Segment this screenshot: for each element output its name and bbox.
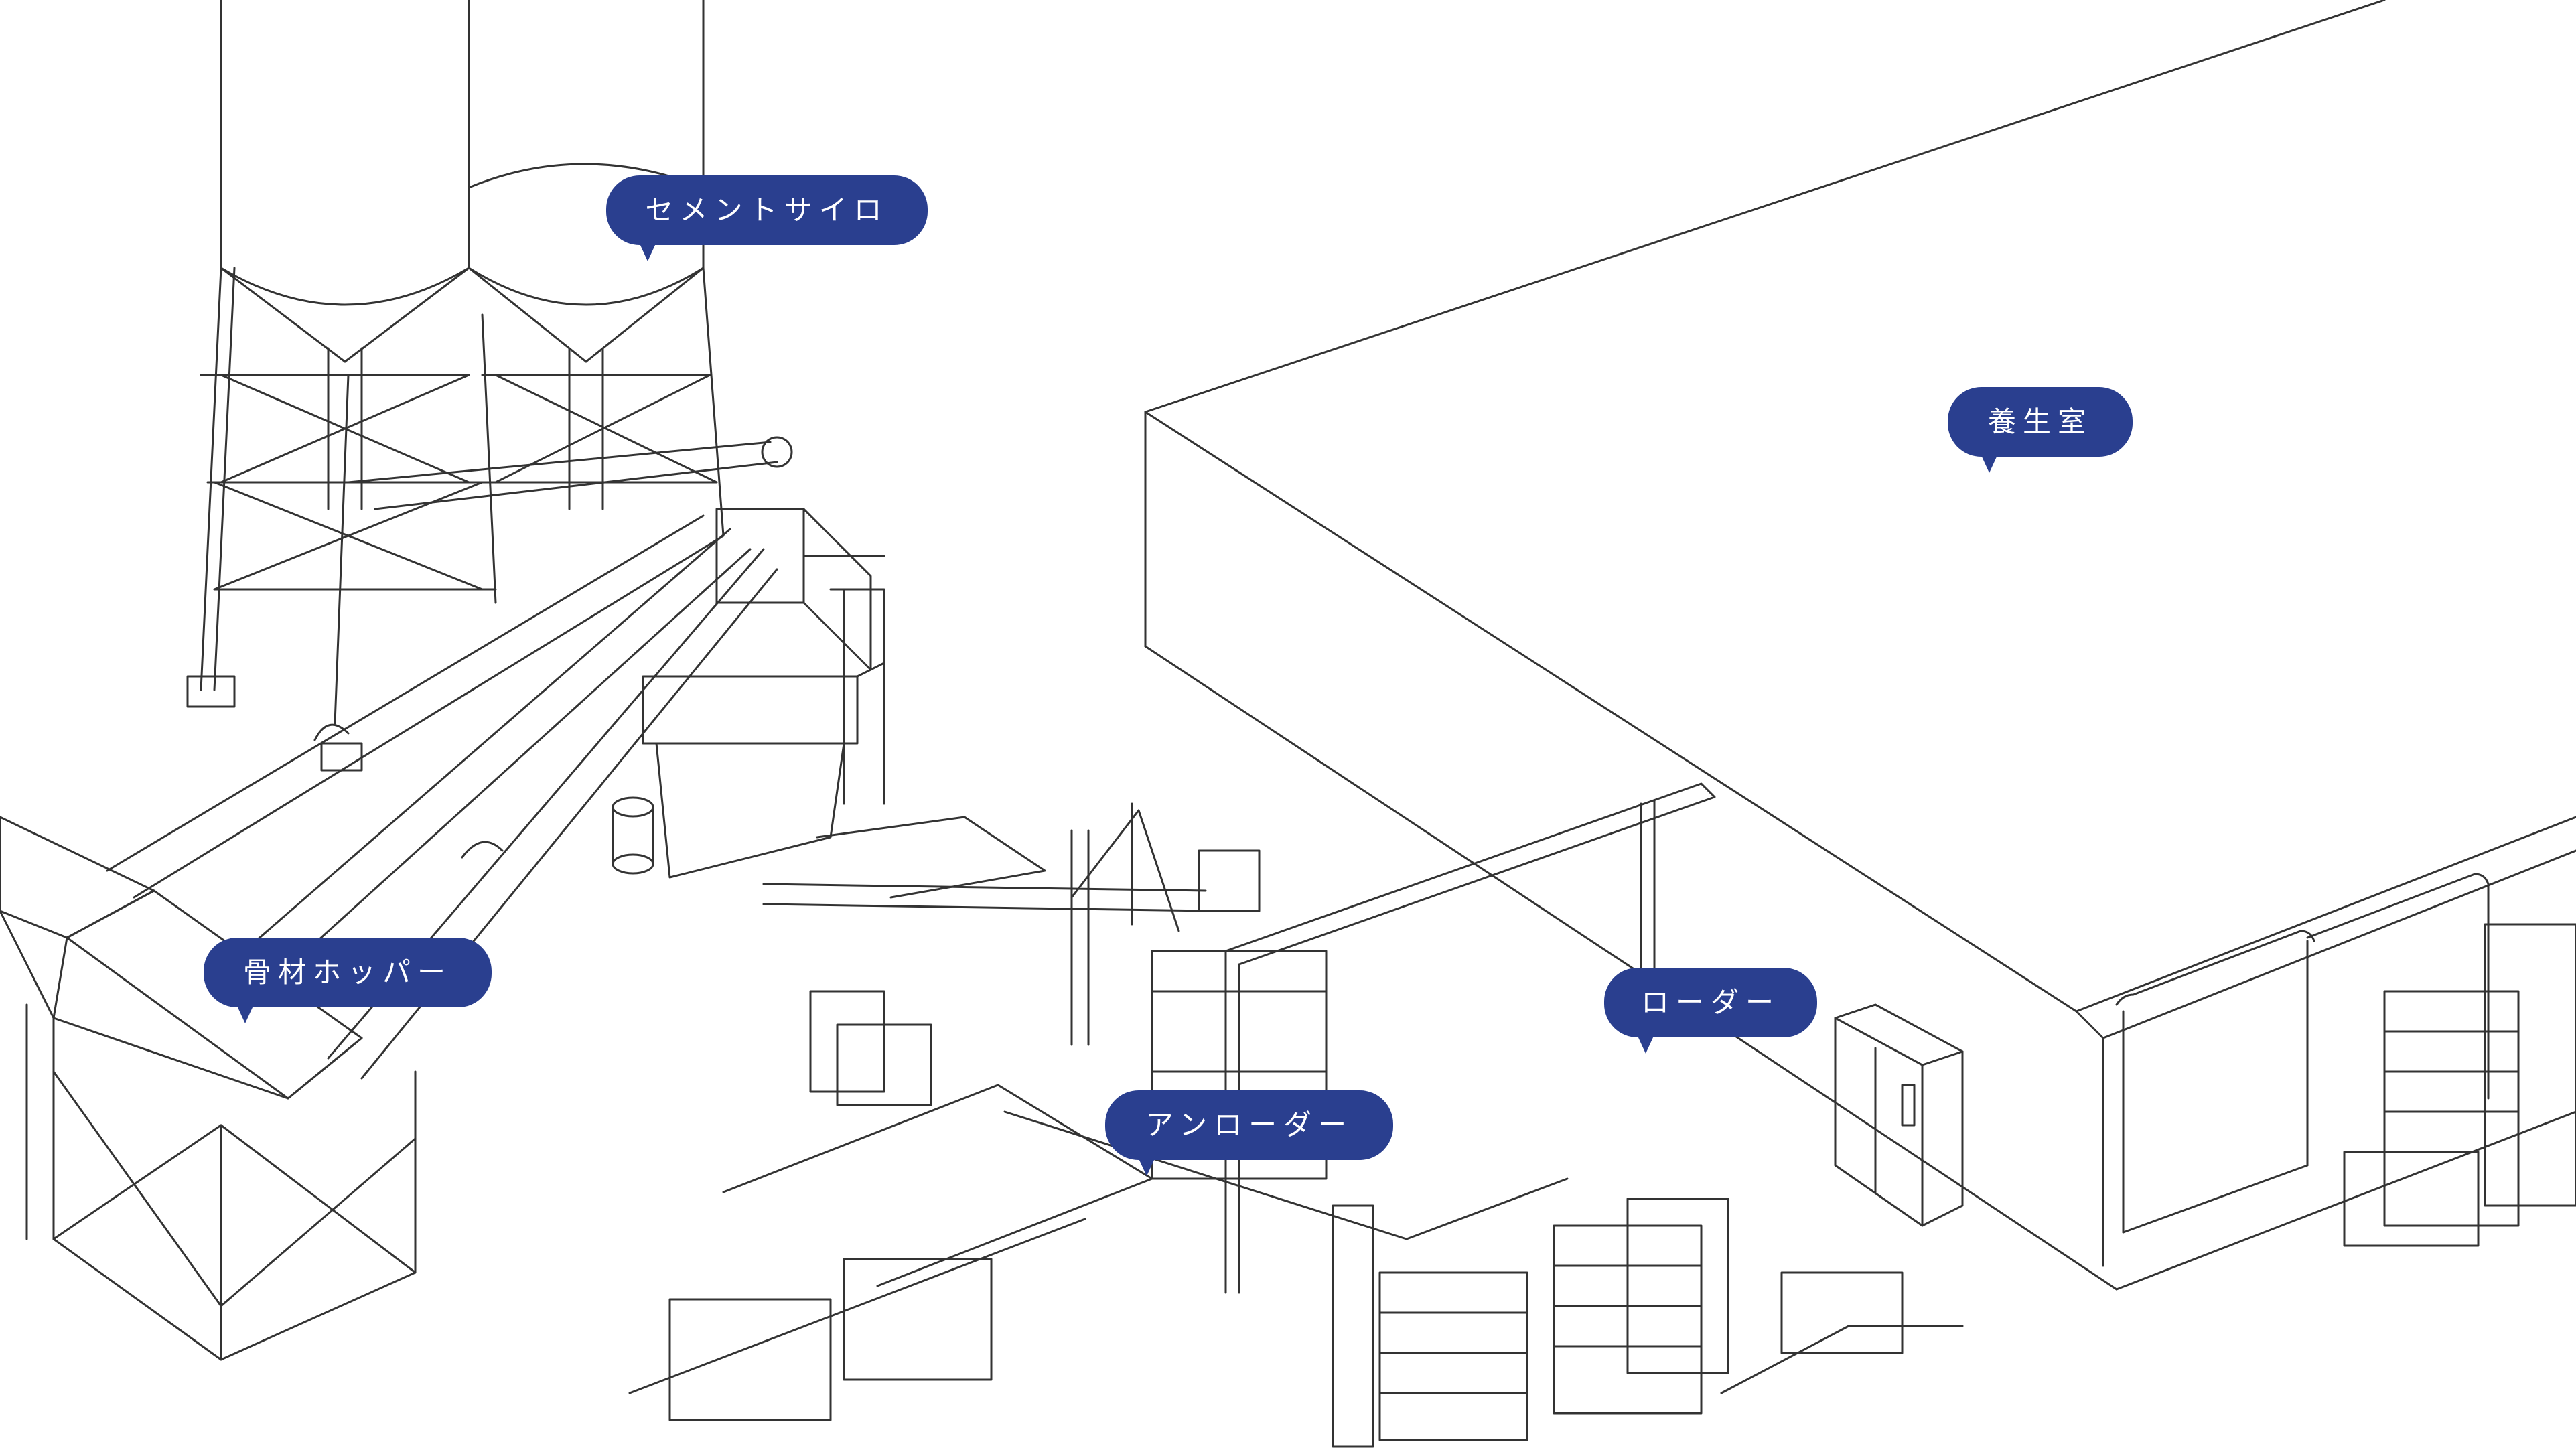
callout-loader: ローダー bbox=[1604, 968, 1817, 1054]
mixer-tower bbox=[612, 508, 885, 879]
belt-conveyor bbox=[762, 802, 1261, 1046]
control-panels bbox=[1834, 1003, 1964, 1227]
curing-room-building bbox=[1144, 0, 2576, 1291]
callout-curing-room: 養生室 bbox=[1948, 387, 2133, 473]
callout-unloader: アンローダー bbox=[1105, 1090, 1393, 1176]
callout-cement-silo: セメントサイロ bbox=[606, 175, 928, 261]
aggregate-hopper bbox=[0, 816, 417, 1361]
callout-aggregate-hopper: 骨材ホッパー bbox=[204, 938, 492, 1023]
roller-conveyors bbox=[628, 1084, 2480, 1421]
cement-silos bbox=[186, 0, 725, 772]
curing-racks bbox=[1378, 923, 2576, 1441]
